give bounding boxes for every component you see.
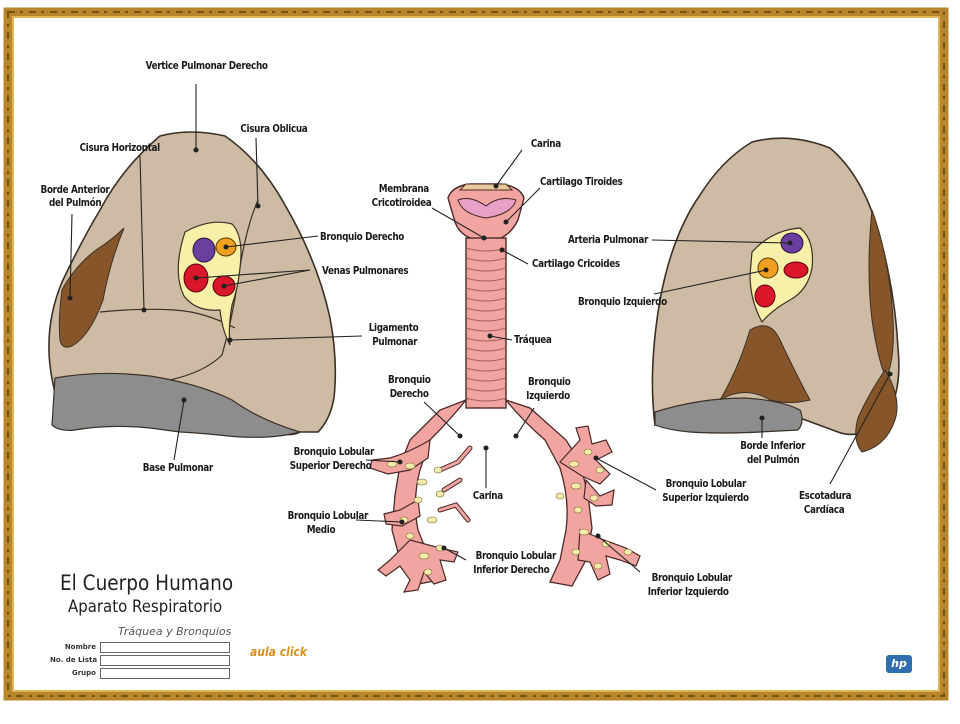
hp-logo: hp xyxy=(886,655,912,673)
frame-border xyxy=(3,7,949,701)
label-bronquio-izquierdo-1: Bronquio xyxy=(528,376,571,388)
trachea-rings xyxy=(465,247,507,402)
label-traquea: Tráquea xyxy=(514,334,552,346)
cardiac-notch xyxy=(855,369,898,453)
right-pulmonary-artery xyxy=(192,237,216,263)
left-oblique-fissure-dark xyxy=(719,325,811,403)
label-ligamento-1: Ligamento xyxy=(368,322,419,334)
label-lobular-sup-izq-1: Bronquio Lobular xyxy=(665,478,747,490)
label-lobular-inf-izq-2: Inferior Izquierdo xyxy=(647,586,729,598)
left-main-bronchus xyxy=(504,398,593,587)
right-lung-base xyxy=(51,372,303,438)
label-bronquio-izquierdo-2: Izquierdo xyxy=(526,390,570,402)
label-lobular-inf-der-1: Bronquio Lobular xyxy=(475,550,557,562)
label-base-pulmonar: Base Pulmonar xyxy=(142,462,214,474)
right-branch-twigs-fill xyxy=(438,446,472,522)
label-field-lista: No. de Lista xyxy=(50,656,98,664)
label-field-nombre: Nombre xyxy=(64,643,96,651)
label-cisura-oblicua: Cisura Oblicua xyxy=(240,123,308,135)
label-bronquio-derecho-1: Bronquio xyxy=(388,374,431,386)
label-lobular-sup-der-1: Bronquio Lobular xyxy=(293,446,375,458)
left-vein-1 xyxy=(783,261,809,279)
label-venas-pulmonares: Venas Pulmonares xyxy=(322,265,409,277)
label-cartilago-cricoides: Cartilago Cricoides xyxy=(532,258,620,270)
label-bronquio-derecho-2: Derecho xyxy=(389,388,429,400)
oblique-fissure xyxy=(169,199,259,381)
label-carina-bottom: Carina xyxy=(472,490,503,502)
leader-lines xyxy=(67,84,893,573)
horizontal-fissure xyxy=(99,308,236,329)
label-cisura-horizontal: Cisura Horizontal xyxy=(79,142,161,154)
nombre-field[interactable] xyxy=(100,642,230,653)
label-escotadura-2: Cardíaca xyxy=(803,504,845,516)
label-field-grupo: Grupo xyxy=(71,669,96,677)
left-lung xyxy=(651,137,900,453)
right-lower-branches xyxy=(377,539,459,593)
label-lobular-sup-izq-2: Superior Izquierdo xyxy=(662,492,749,504)
epiglottis-top xyxy=(458,183,514,191)
label-borde-anterior-2: del Pulmón xyxy=(48,197,102,209)
left-vein-2 xyxy=(754,284,776,308)
right-middle-lobe-bronchus xyxy=(383,499,421,527)
label-bronquio-derecho-hilio: Bronquio Derecho xyxy=(320,231,404,243)
label-lobular-medio-1: Bronquio Lobular xyxy=(287,510,369,522)
right-lung xyxy=(48,131,337,438)
label-bronquio-izquierdo-hilio: Bronquio Izquierdo xyxy=(578,296,667,308)
section-label: Tráquea y Bronquios xyxy=(118,625,232,638)
label-borde-inferior-2: del Pulmón xyxy=(746,454,800,466)
left-lung-base xyxy=(654,397,803,434)
page-subtitle: Aparato Respiratorio xyxy=(68,597,223,617)
label-ligamento-2: Pulmonar xyxy=(372,336,418,348)
label-escotadura-1: Escotadura xyxy=(798,490,852,502)
label-borde-inferior-1: Borde Inferior xyxy=(740,440,806,452)
label-membrana-2: Cricotiroidea xyxy=(371,197,432,209)
label-borde-anterior-1: Borde Anterior xyxy=(40,184,110,196)
label-lobular-sup-der-2: Superior Derecho xyxy=(289,460,372,472)
label-carina-top: Carina xyxy=(530,138,561,150)
label-arteria-pulmonar: Arteria Pulmonar xyxy=(568,234,648,246)
trachea-bronchi xyxy=(369,183,641,593)
label-cartilago-tiroides: Cartilago Tiroides xyxy=(540,176,623,188)
label-lobular-inf-izq-1: Bronquio Lobular xyxy=(651,572,733,584)
trachea-tube xyxy=(465,237,507,409)
label-vertice: Vertice Pulmonar Derecho xyxy=(145,60,268,72)
thyroid-cartilage xyxy=(457,198,517,219)
label-lobular-medio-2: Medio xyxy=(306,524,336,536)
lista-field[interactable] xyxy=(100,655,230,666)
page-title: El Cuerpo Humano xyxy=(60,571,234,595)
label-membrana-1: Membrana xyxy=(378,183,429,195)
label-lobular-inf-der-2: Inferior Derecho xyxy=(473,564,550,576)
aulaclick-logo: aula click xyxy=(250,645,308,659)
cartilage-plates xyxy=(386,448,633,576)
left-bronchus-hilum xyxy=(757,257,779,279)
left-lower-branches xyxy=(577,529,641,581)
grupo-field[interactable] xyxy=(100,668,230,679)
right-lung-anterior-border xyxy=(58,227,125,348)
